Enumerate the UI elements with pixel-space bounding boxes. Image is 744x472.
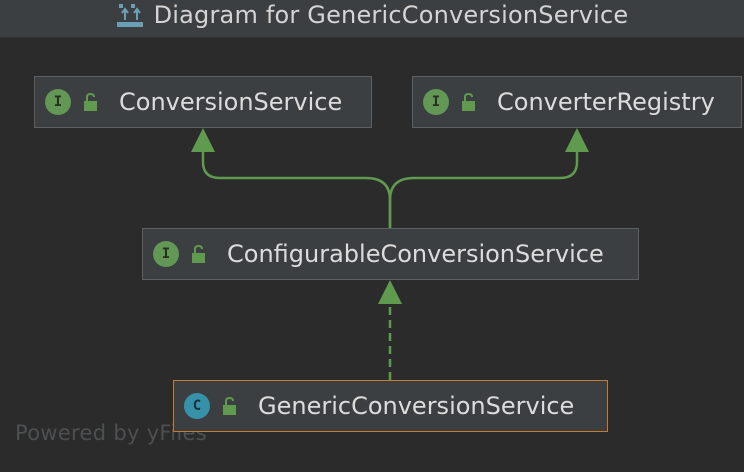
open-lock-icon xyxy=(223,396,236,415)
class-icon: C xyxy=(184,393,210,419)
title-bar: Diagram for GenericConversionService xyxy=(0,0,744,38)
open-lock-icon xyxy=(192,244,205,263)
interface-icon: I xyxy=(45,89,71,115)
node-conversion-service[interactable]: I ConversionService xyxy=(34,76,372,128)
node-label: GenericConversionService xyxy=(258,392,575,420)
open-lock-icon xyxy=(84,92,97,111)
diagram-hierarchy-icon xyxy=(116,3,143,27)
interface-icon: I xyxy=(423,89,449,115)
node-label: ConfigurableConversionService xyxy=(227,240,604,268)
node-generic-conversion-service[interactable]: C GenericConversionService xyxy=(173,380,608,432)
window-title: Diagram for GenericConversionService xyxy=(153,0,629,29)
node-configurable-conversion-service[interactable]: I ConfigurableConversionService xyxy=(142,228,639,280)
open-lock-icon xyxy=(462,92,475,111)
node-label: ConversionService xyxy=(119,88,343,116)
interface-icon: I xyxy=(153,241,179,267)
title-wrap: Diagram for GenericConversionService xyxy=(116,1,629,29)
node-converter-registry[interactable]: I ConverterRegistry xyxy=(412,76,742,128)
node-label: ConverterRegistry xyxy=(497,88,715,116)
